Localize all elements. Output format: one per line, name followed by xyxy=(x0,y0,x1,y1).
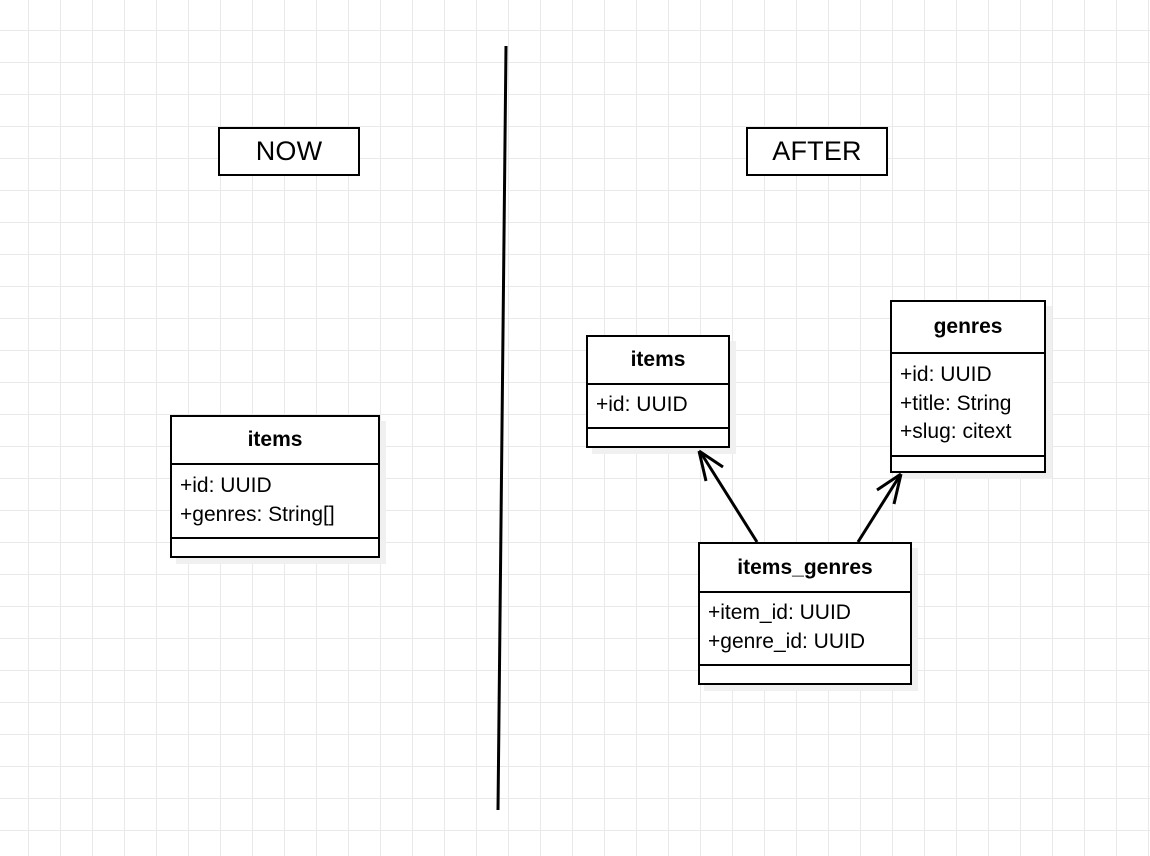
uml-attributes-compartment: +id: UUID +title: String +slug: citext xyxy=(892,354,1044,457)
section-label-now-text: NOW xyxy=(255,136,323,166)
section-label-after-text: AFTER xyxy=(772,136,862,166)
uml-class-items-genres-after[interactable]: items_genres +item_id: UUID +genre_id: U… xyxy=(698,542,912,685)
connection-line xyxy=(856,476,901,543)
uml-attributes-compartment: +id: UUID xyxy=(588,385,728,429)
uml-methods-compartment xyxy=(700,666,910,683)
uml-attribute: +slug: citext xyxy=(900,420,1012,444)
uml-methods-compartment xyxy=(172,539,378,556)
uml-class-items-after[interactable]: items +id: UUID xyxy=(586,335,730,448)
uml-attributes-compartment: +id: UUID +genres: String[] xyxy=(172,465,378,539)
section-label-now[interactable]: NOW xyxy=(218,127,360,176)
section-label-after[interactable]: AFTER xyxy=(746,127,888,176)
uml-attribute: +genres: String[] xyxy=(180,502,335,526)
uml-methods-compartment xyxy=(892,457,1044,471)
uml-class-name: items_genres xyxy=(737,555,873,579)
uml-class-name: items xyxy=(247,428,303,451)
uml-attribute: +id: UUID xyxy=(900,362,992,386)
uml-attribute: +id: UUID xyxy=(596,393,688,417)
uml-methods-compartment xyxy=(588,429,728,446)
connection-items-genres-to-genres xyxy=(856,472,903,543)
vertical-separator-line xyxy=(496,45,508,811)
uml-attribute: +genre_id: UUID xyxy=(708,630,865,653)
arrowhead-open-icon xyxy=(697,449,724,482)
uml-attribute: +item_id: UUID xyxy=(708,601,851,625)
uml-attributes-compartment: +item_id: UUID +genre_id: UUID xyxy=(700,593,910,666)
connection-items-genres-to-items xyxy=(697,449,759,543)
uml-class-name: genres xyxy=(933,315,1003,338)
uml-class-name: items xyxy=(630,348,686,371)
connection-line xyxy=(699,452,759,543)
uml-class-title: genres xyxy=(892,302,1044,354)
uml-class-items-now[interactable]: items +id: UUID +genres: String[] xyxy=(170,415,380,558)
uml-class-title: items xyxy=(588,337,728,385)
uml-class-genres-after[interactable]: genres +id: UUID +title: String +slug: c… xyxy=(890,300,1046,473)
uml-class-title: items xyxy=(172,417,378,465)
uml-class-title: items_genres xyxy=(700,544,910,593)
uml-attribute: +title: String xyxy=(900,391,1012,415)
uml-attribute: +id: UUID xyxy=(180,473,272,497)
